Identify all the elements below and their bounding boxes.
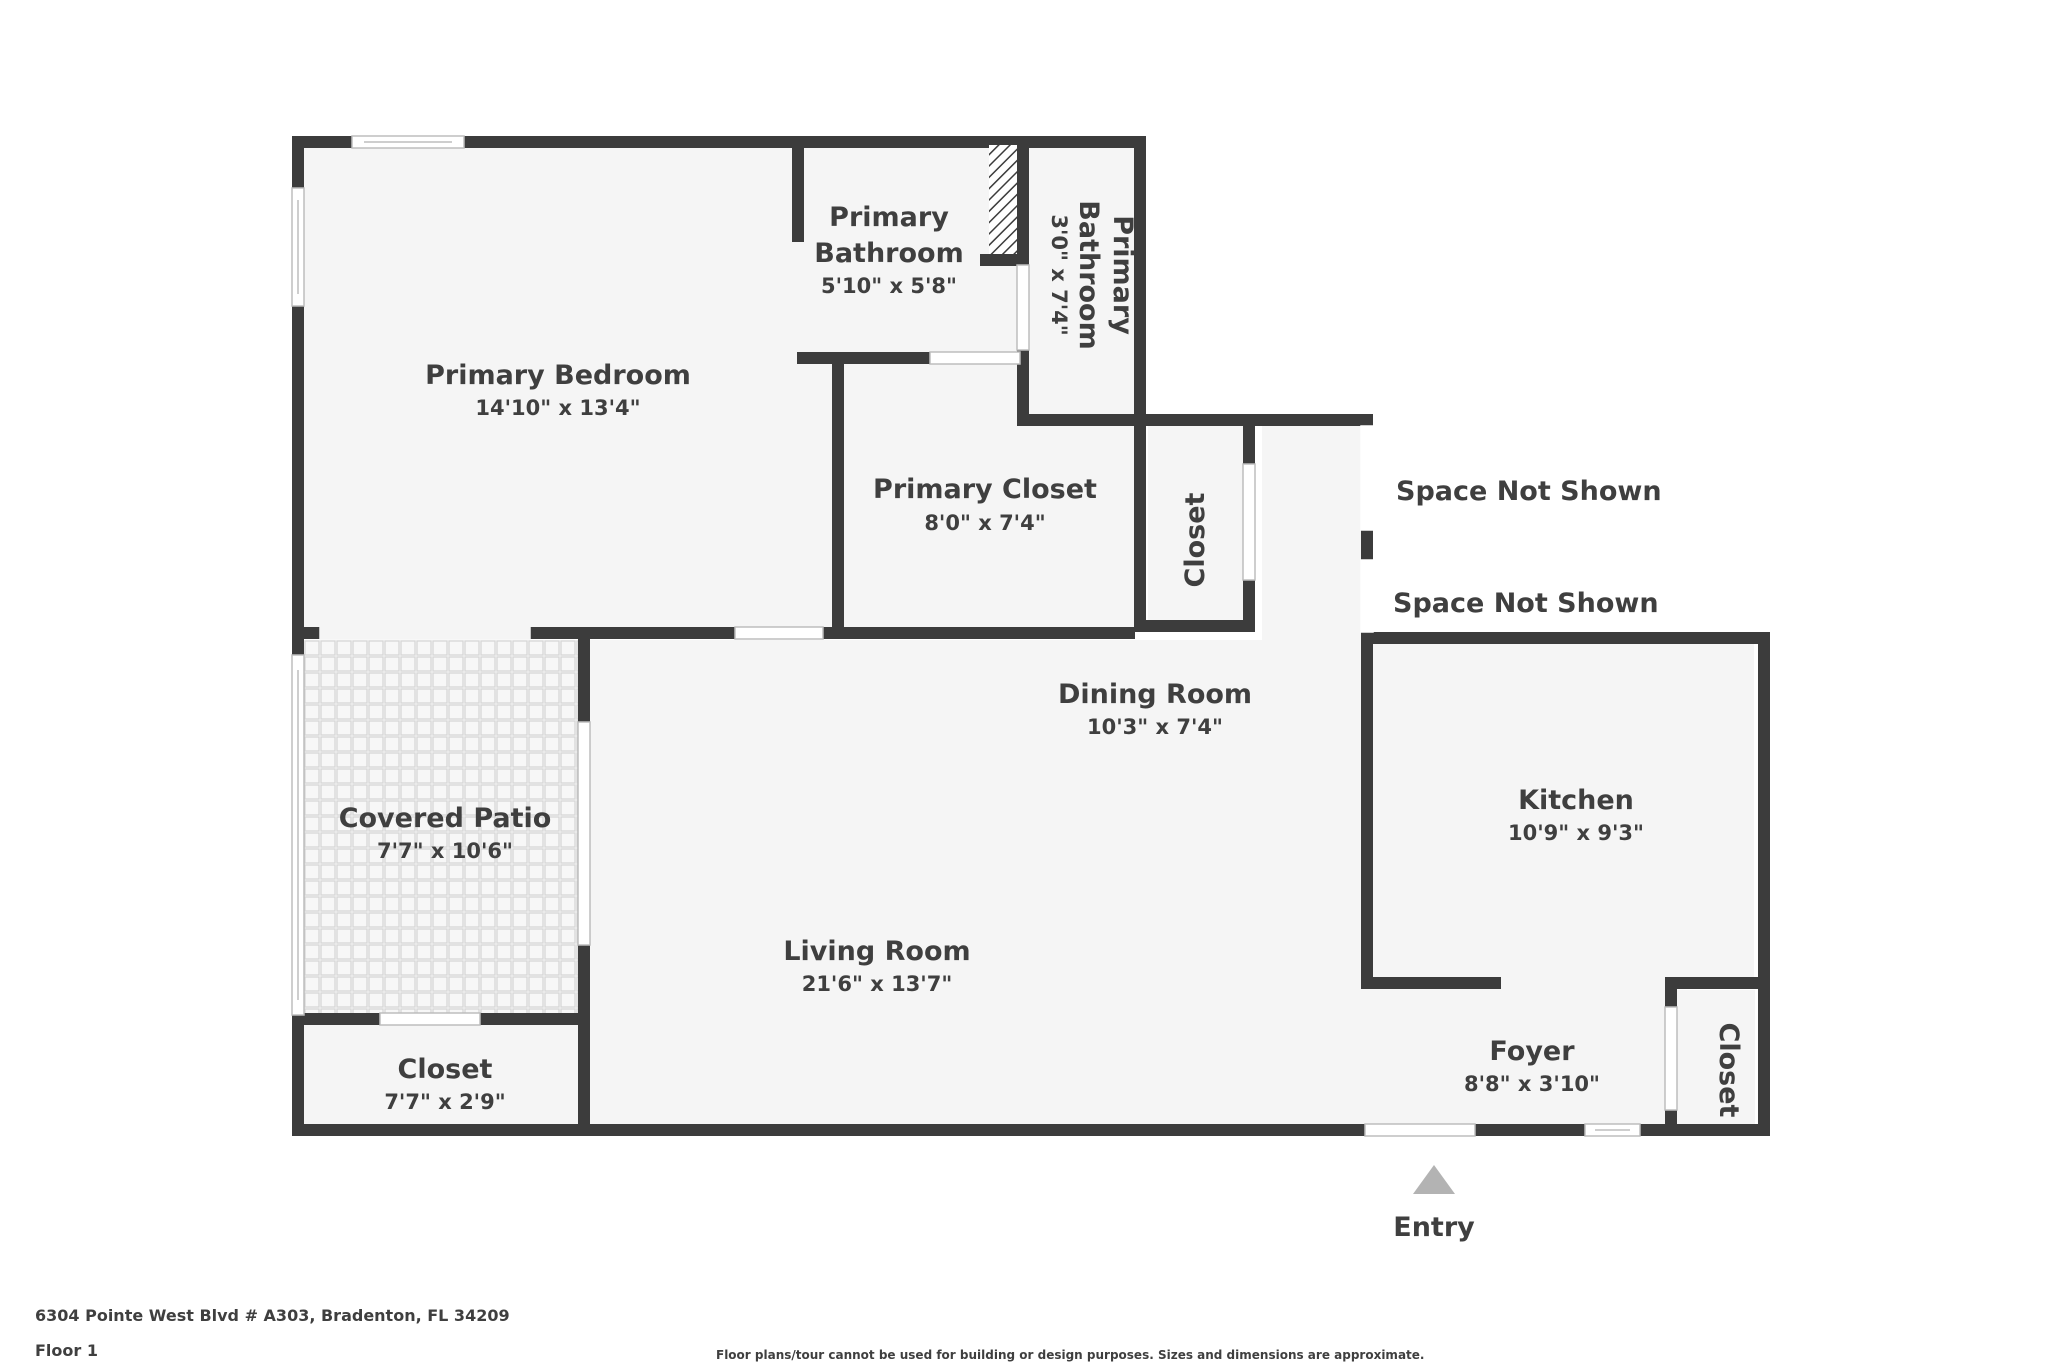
primary-bedroom-floor — [297, 145, 837, 630]
wall — [1017, 145, 1029, 265]
wall — [1134, 414, 1146, 632]
room-name: Closet — [398, 1054, 493, 1085]
wall — [1361, 632, 1770, 644]
door-opening — [929, 351, 1021, 365]
room-name: Primary Bedroom — [425, 360, 691, 391]
wall — [1665, 977, 1770, 989]
room-name: Foyer — [1489, 1036, 1575, 1067]
wall — [1665, 1110, 1677, 1136]
wall — [1758, 632, 1770, 1136]
wall — [292, 1124, 1770, 1136]
wall — [1017, 350, 1029, 426]
wall — [1361, 414, 1373, 989]
room-name: Primary Closet — [873, 474, 1097, 505]
wall — [1665, 977, 1677, 1007]
room-dims: 14'10" x 13'4" — [475, 396, 640, 420]
door-opening — [1016, 264, 1030, 351]
room-name: Primary — [1107, 215, 1138, 335]
door-opening — [319, 626, 531, 640]
door-opening — [734, 626, 824, 640]
wall — [792, 145, 804, 242]
wall — [1017, 414, 1372, 426]
disclaimer-text: Floor plans/tour cannot be used for buil… — [716, 1348, 1425, 1362]
closet-mid-floor — [1148, 422, 1251, 630]
room-dims: 10'3" x 7'4" — [1087, 715, 1223, 739]
room-labels: Primary Bedroom 14'10" x 13'4" Primary B… — [339, 200, 1744, 1117]
primary-closet-floor — [842, 362, 1134, 630]
door-opening — [379, 1012, 481, 1026]
room-name: Closet — [1180, 492, 1211, 587]
wall — [1134, 136, 1146, 426]
room-dims: 8'8" x 3'10" — [1464, 1072, 1600, 1096]
wall — [980, 254, 1029, 266]
wall — [1243, 414, 1255, 464]
primary-bathroom-b-label: Primary Bathroom 3'0" x 7'4" — [1047, 200, 1138, 349]
space-not-shown-label: Space Not Shown — [1396, 476, 1662, 507]
address-text: 6304 Pointe West Blvd # A303, Bradenton,… — [35, 1306, 510, 1325]
door-opening — [1664, 1006, 1678, 1111]
door-opening — [1360, 559, 1374, 633]
door-opening — [1360, 425, 1374, 531]
wall — [832, 352, 844, 632]
space-not-shown-label: Space Not Shown — [1393, 588, 1659, 619]
room-name: Living Room — [783, 936, 970, 967]
room-dims: 10'9" x 9'3" — [1508, 821, 1644, 845]
hatched-chase — [989, 145, 1017, 254]
entry-door — [1364, 1123, 1476, 1137]
room-name: Bathroom — [1073, 200, 1104, 349]
covered-patio-floor — [300, 640, 585, 1015]
entry-arrow-icon — [1413, 1165, 1455, 1194]
room-name: Closet — [1713, 1023, 1744, 1118]
room-dims: 7'7" x 2'9" — [384, 1090, 505, 1114]
closet-bottom-floor — [302, 1025, 582, 1125]
room-dims: 7'7" x 10'6" — [377, 839, 513, 863]
wall — [1134, 620, 1255, 632]
door-opening — [577, 721, 591, 946]
wall — [578, 945, 590, 1136]
room-dims: 3'0" x 7'4" — [1047, 214, 1071, 335]
wall — [292, 136, 1145, 148]
kitchen-floor — [1372, 642, 1754, 985]
room-dims: 8'0" x 7'4" — [924, 511, 1045, 535]
room-name: Primary — [829, 202, 949, 233]
entry-label: Entry — [1393, 1212, 1475, 1243]
wall — [1361, 977, 1501, 989]
door-opening — [1242, 463, 1256, 581]
entry-marker: Entry — [1393, 1165, 1475, 1243]
wall — [578, 627, 590, 722]
room-name: Bathroom — [814, 238, 963, 269]
wall — [1243, 580, 1255, 632]
room-name: Covered Patio — [339, 803, 552, 834]
room-dims: 5'10" x 5'8" — [821, 274, 957, 298]
living-dining-foyer-floor — [590, 422, 1665, 1125]
room-name: Kitchen — [1518, 785, 1634, 816]
floor-label: Floor 1 — [35, 1341, 98, 1360]
openings — [291, 135, 1678, 1137]
room-dims: 21'6" x 13'7" — [802, 972, 953, 996]
closet-right-floor — [1670, 990, 1755, 1125]
room-name: Dining Room — [1058, 679, 1252, 710]
